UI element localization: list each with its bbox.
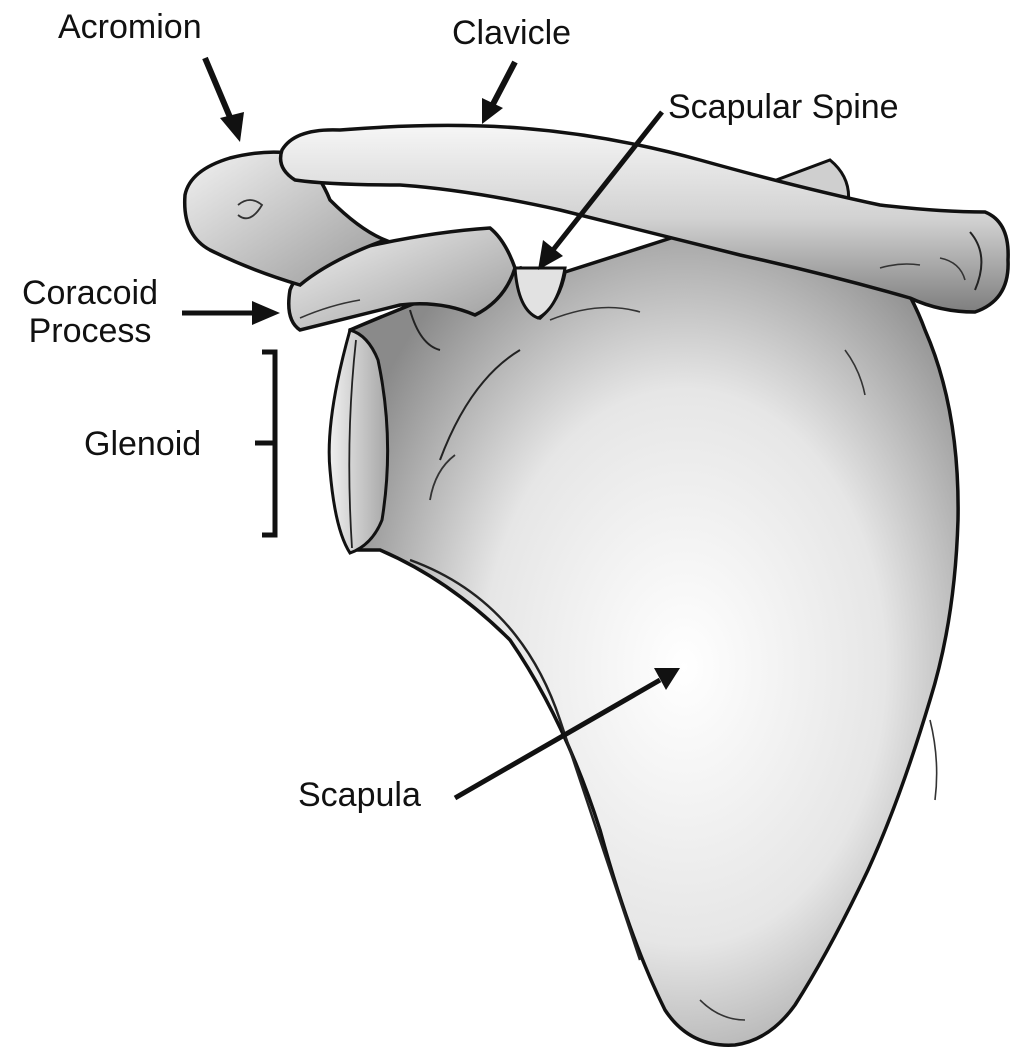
acromion-arrowhead bbox=[220, 112, 244, 142]
coracoid-arrowhead bbox=[252, 301, 280, 325]
acromion-arrow bbox=[205, 58, 232, 122]
scapula-hatch-3 bbox=[930, 720, 937, 800]
clavicle-label: Clavicle bbox=[452, 14, 571, 52]
scapular-spine-label: Scapular Spine bbox=[668, 88, 899, 126]
glenoid-bracket bbox=[255, 352, 275, 535]
scapula-body bbox=[350, 205, 958, 1045]
coracoid-label: Coracoid Process bbox=[6, 274, 174, 350]
scapula-label: Scapula bbox=[298, 776, 421, 814]
glenoid-fossa bbox=[329, 330, 387, 553]
acromion-label: Acromion bbox=[58, 8, 202, 46]
coracoid-label-line2: Process bbox=[6, 312, 174, 350]
clavicle-arrow bbox=[492, 62, 515, 106]
glenoid-label: Glenoid bbox=[84, 425, 201, 463]
coracoid-label-line1: Coracoid bbox=[6, 274, 174, 312]
